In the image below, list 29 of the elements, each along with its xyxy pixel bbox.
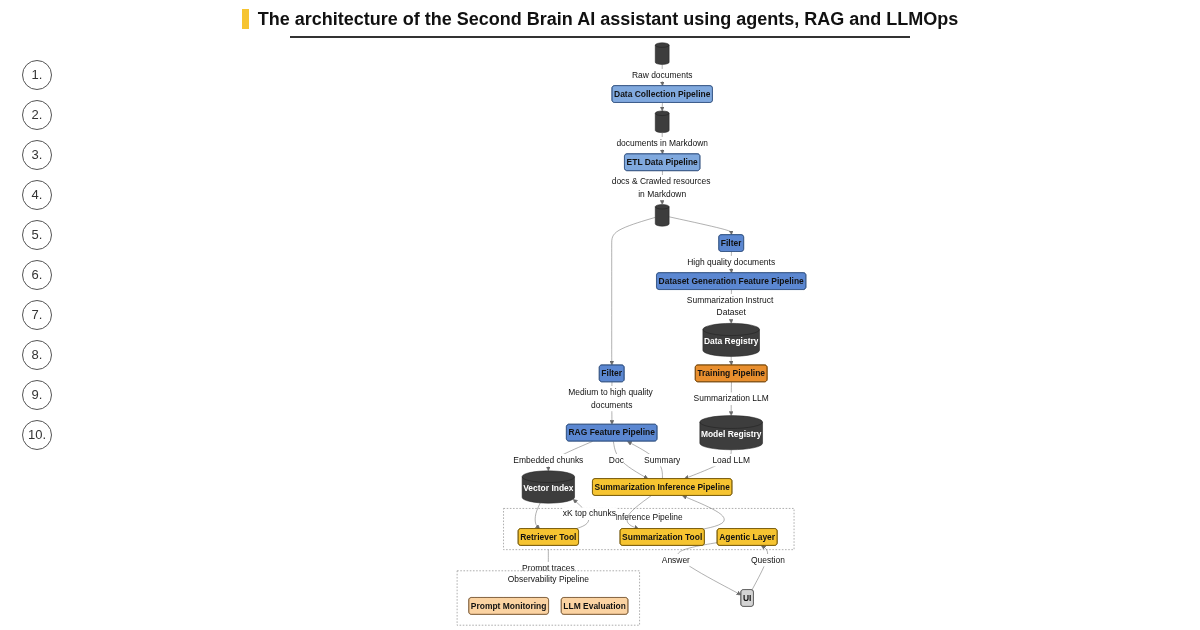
edge-label: Prompt traces <box>521 563 575 573</box>
node-cylinder <box>654 42 669 65</box>
step-number: 3. <box>22 140 52 170</box>
step-number: 1. <box>22 60 52 90</box>
step-number: 2. <box>22 100 52 130</box>
step-number: 7. <box>22 300 52 330</box>
edge-label: Load LLM <box>711 455 750 465</box>
step-number: 4. <box>22 180 52 210</box>
edge-label: Summarization Instruct Dataset <box>686 295 773 318</box>
edge-label: documents in Markdown <box>615 138 708 148</box>
edge-label: Question <box>750 555 785 565</box>
edge-label: Embedded chunks <box>512 455 583 465</box>
step-number: 8. <box>22 340 52 370</box>
edge-label: Raw documents <box>631 70 693 80</box>
edge-label: Summary <box>643 455 680 465</box>
node-cylinder <box>654 110 669 133</box>
edge-label: docs & Crawled resources in Markdown <box>611 176 710 199</box>
edge-label: xK top chunks <box>562 508 616 518</box>
edge-label: Summarization LLM <box>693 393 769 403</box>
step-number: 10. <box>22 420 52 450</box>
edge-label: Doc <box>608 455 624 465</box>
step-number: 9. <box>22 380 52 410</box>
step-number: 6. <box>22 260 52 290</box>
edge-label: High quality documents <box>686 257 775 267</box>
step-number: 5. <box>22 220 52 250</box>
edge-label: Answer <box>661 555 690 565</box>
node-cylinder <box>654 204 669 227</box>
edge-label: Medium to high quality documents <box>567 387 653 410</box>
diagram-title: The architecture of the Second Brain AI assistant using agents, RAG and LLMOps <box>257 8 959 30</box>
